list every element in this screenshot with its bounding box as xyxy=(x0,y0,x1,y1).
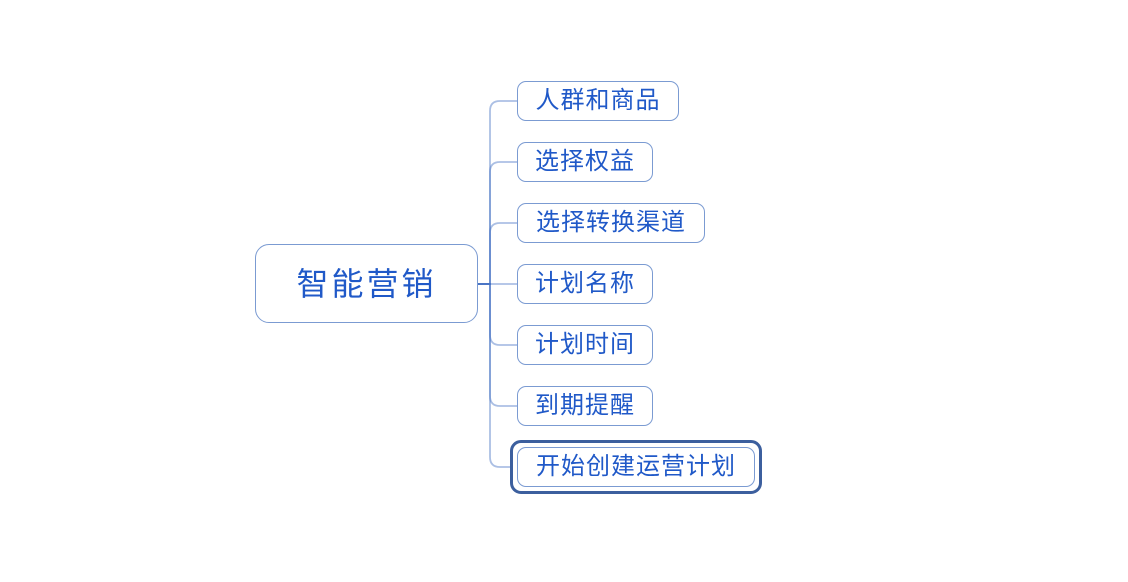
child-node-4[interactable]: 计划名称 xyxy=(517,264,653,304)
connector-branch-2 xyxy=(478,161,517,285)
child-node-6[interactable]: 到期提醒 xyxy=(517,386,653,426)
connector-branch-7 xyxy=(478,283,510,468)
child-node-2[interactable]: 选择权益 xyxy=(517,142,653,182)
connector-branch-1 xyxy=(478,100,517,285)
child-node-1[interactable]: 人群和商品 xyxy=(517,81,679,121)
child-node-5[interactable]: 计划时间 xyxy=(517,325,653,365)
connector-branch-5 xyxy=(478,283,517,346)
connector-branch-3 xyxy=(478,222,517,285)
root-node[interactable]: 智能营销 xyxy=(255,244,478,323)
child-node-7[interactable]: 开始创建运营计划 xyxy=(517,447,755,487)
connector-branch-6 xyxy=(478,283,517,407)
child-node-3[interactable]: 选择转换渠道 xyxy=(517,203,705,243)
